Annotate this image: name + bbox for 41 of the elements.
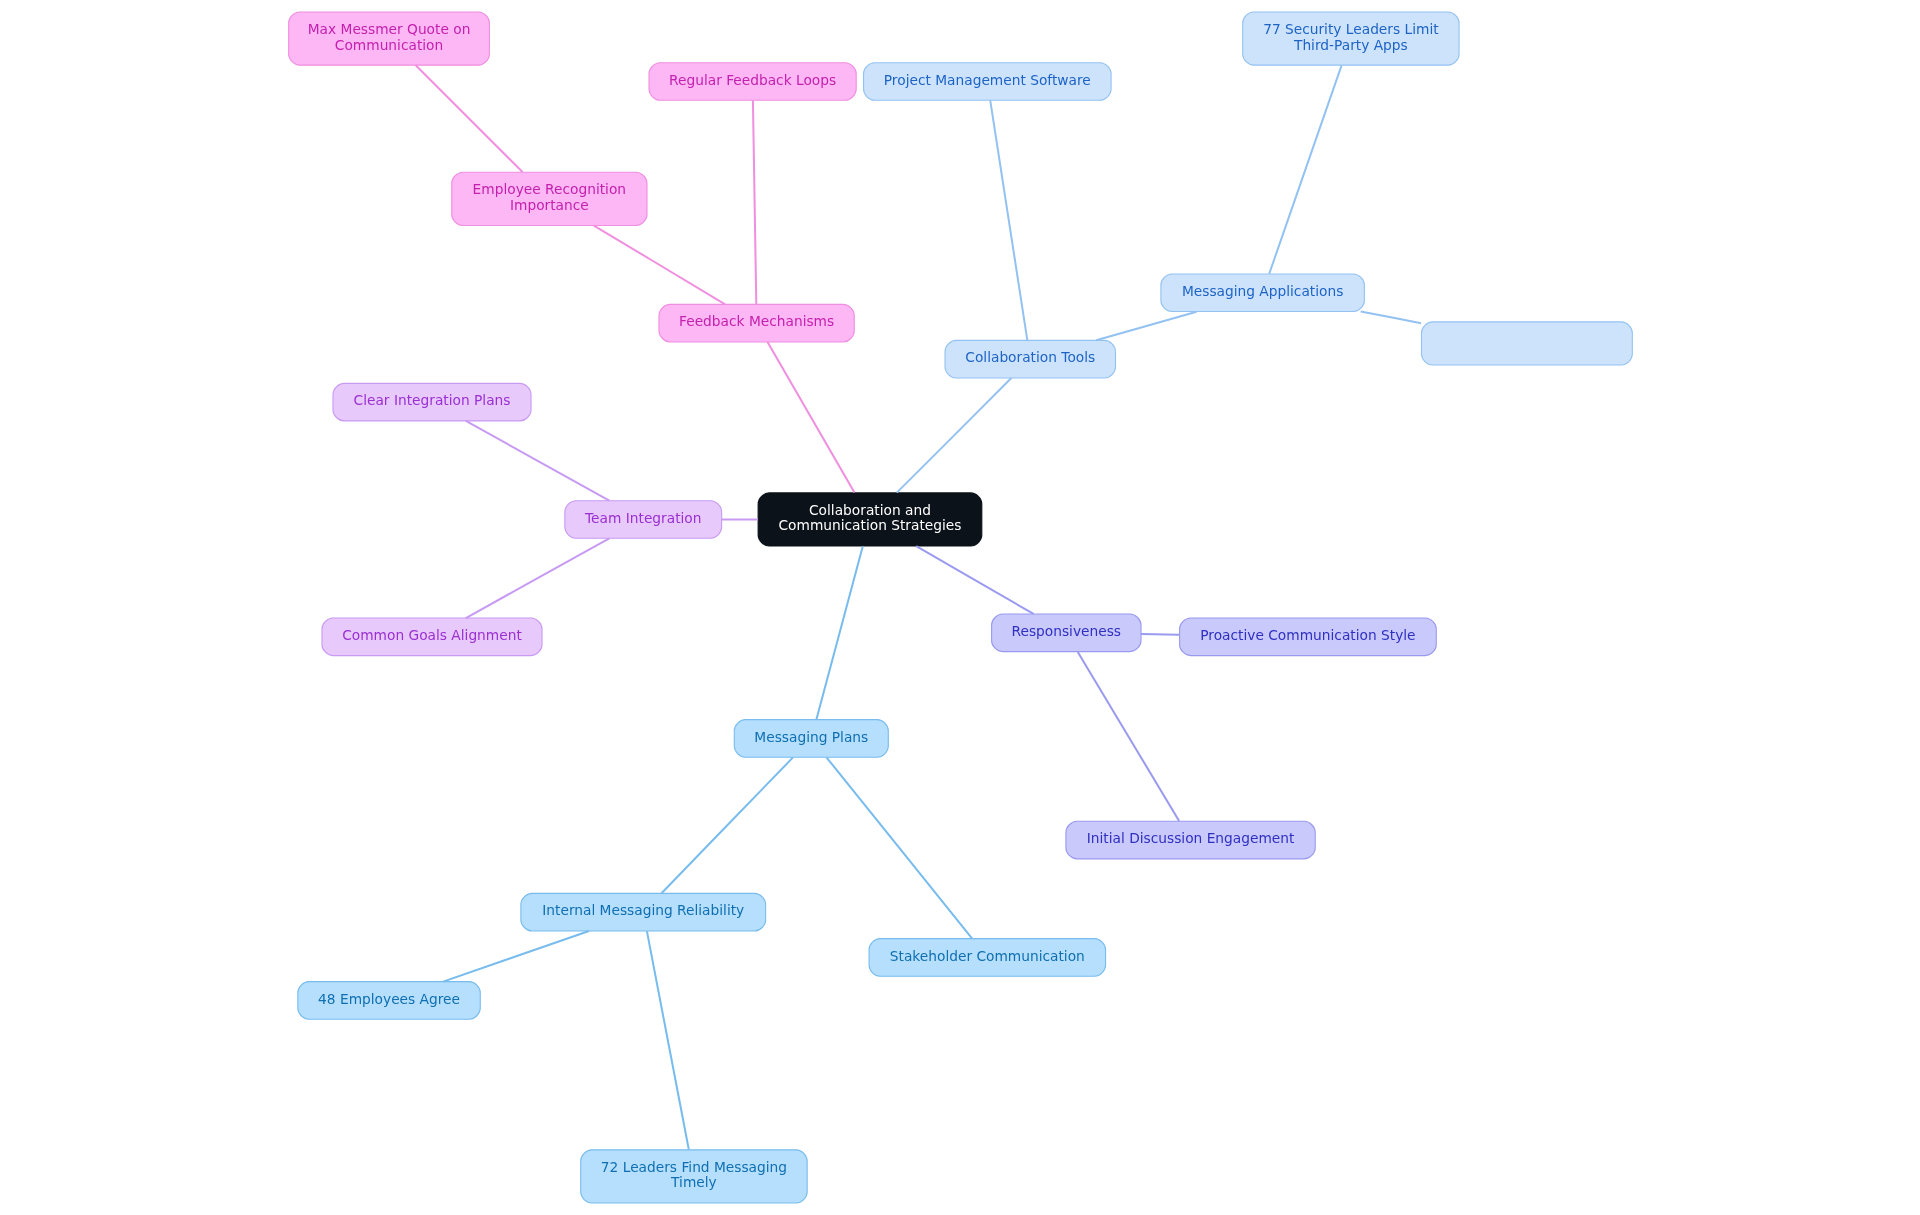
connector [414, 64, 523, 173]
connector [464, 537, 610, 619]
connector [1267, 65, 1343, 274]
connector [1140, 633, 1179, 636]
node-box: Internal Messaging Reliability [519, 892, 766, 932]
node-box: Proactive Communication Style [1178, 617, 1437, 657]
node-box: 77 Security Leaders Limit Third-Party Apps [1241, 11, 1460, 66]
connector [825, 756, 973, 940]
node-box: Employee Recognition Importance [450, 171, 648, 226]
node-box: Collaboration Tools [943, 339, 1116, 379]
connector [645, 930, 690, 1150]
node-box: Initial Discussion Engagement [1064, 820, 1316, 860]
connector [988, 100, 1028, 341]
connector [766, 341, 855, 494]
node-box: Clear Integration Plans [331, 382, 532, 422]
node-box: Project Management Software [862, 62, 1112, 101]
node-box: Team Integration [563, 500, 722, 539]
connector [660, 756, 794, 894]
node-box: Collaboration and Communication Strategies [757, 492, 982, 547]
connector [1076, 651, 1180, 822]
connector [814, 546, 864, 720]
node-box: Responsiveness [990, 613, 1142, 653]
node-box: 48 Employees Agree [296, 981, 481, 1020]
connector [915, 545, 1034, 615]
connector [464, 420, 610, 502]
node-box: Messaging Plans [733, 719, 889, 758]
node-box: Messaging Applications [1159, 273, 1365, 313]
connector [1095, 310, 1197, 342]
connector [1359, 310, 1421, 325]
connector [721, 518, 758, 521]
connector [751, 100, 757, 305]
connector [442, 930, 589, 983]
node-box: Max Messmer Quote on Communication [287, 11, 490, 66]
node-box: 72 Leaders Find Messaging Timely [579, 1149, 808, 1204]
node-box: Stakeholder Communication [868, 938, 1106, 977]
node-box: Regular Feedback Loops [647, 62, 857, 101]
connector [895, 377, 1012, 494]
node-box: Common Goals Alignment [320, 617, 543, 657]
connector [592, 224, 726, 306]
node-box [1420, 321, 1633, 366]
node-box: Feedback Mechanisms [657, 303, 855, 343]
